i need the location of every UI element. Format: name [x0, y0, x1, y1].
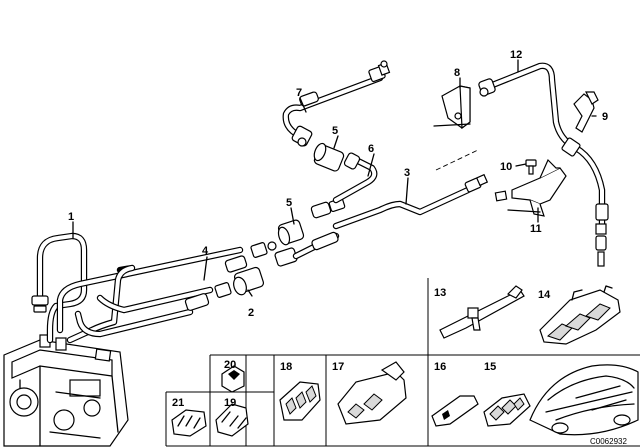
callout-12: 12 [510, 49, 522, 61]
callout-6: 6 [368, 143, 374, 155]
callout-1: 1 [68, 211, 74, 223]
parts-panels [165, 278, 640, 447]
callout-5-lower: 5 [286, 197, 292, 209]
leader-lines [72, 59, 597, 297]
clip-9 [573, 91, 599, 133]
callout-14: 14 [538, 289, 551, 301]
callout-17: 17 [332, 361, 344, 373]
hose-connectors-lower [184, 219, 340, 311]
clip-holder-17 [337, 361, 407, 425]
callout-15: 15 [484, 361, 496, 373]
brake-pipe-3 [310, 173, 489, 230]
callout-4: 4 [202, 245, 209, 257]
hydraulic-unit [3, 334, 129, 447]
brake-pipe-6 [332, 152, 378, 204]
bracket-8 [433, 85, 471, 130]
callout-2: 2 [248, 307, 254, 319]
bracket-16 [431, 395, 479, 427]
callout-11: 11 [530, 223, 542, 235]
callout-19: 19 [224, 397, 236, 409]
bracket-11 [494, 158, 567, 217]
callout-7: 7 [296, 87, 302, 99]
callout-20: 20 [224, 359, 236, 371]
brake-pipe-4 [56, 246, 244, 344]
clip-19 [215, 403, 249, 437]
clip-holder-14 [539, 285, 621, 345]
brake-pipe-1 [31, 232, 88, 344]
clip-21 [171, 409, 207, 437]
callout-3: 3 [404, 167, 410, 179]
clip-20 [221, 365, 245, 393]
callout-9: 9 [602, 111, 608, 123]
clip-holder-18 [279, 381, 321, 421]
callout-8: 8 [454, 67, 460, 79]
callout-21: 21 [172, 397, 184, 409]
reference-line [435, 149, 479, 171]
brake-hose-12 [478, 62, 609, 267]
callout-18: 18 [280, 361, 292, 373]
clip-holder-15 [483, 393, 531, 427]
callout-5-upper: 5 [332, 125, 338, 137]
catalog-code: C0062932 [590, 437, 627, 446]
brake-pipe-7 [282, 60, 391, 147]
callout-13: 13 [434, 287, 446, 299]
bracket-13 [439, 285, 525, 339]
hose-connector-upper [313, 142, 345, 172]
vehicle-silhouette [529, 364, 639, 436]
bolt-10 [525, 159, 537, 175]
callout-numbers: 1 2 3 4 5 5 6 7 8 9 10 11 12 13 14 15 16… [68, 49, 627, 446]
callout-16: 16 [434, 361, 446, 373]
callout-10: 10 [500, 161, 512, 173]
